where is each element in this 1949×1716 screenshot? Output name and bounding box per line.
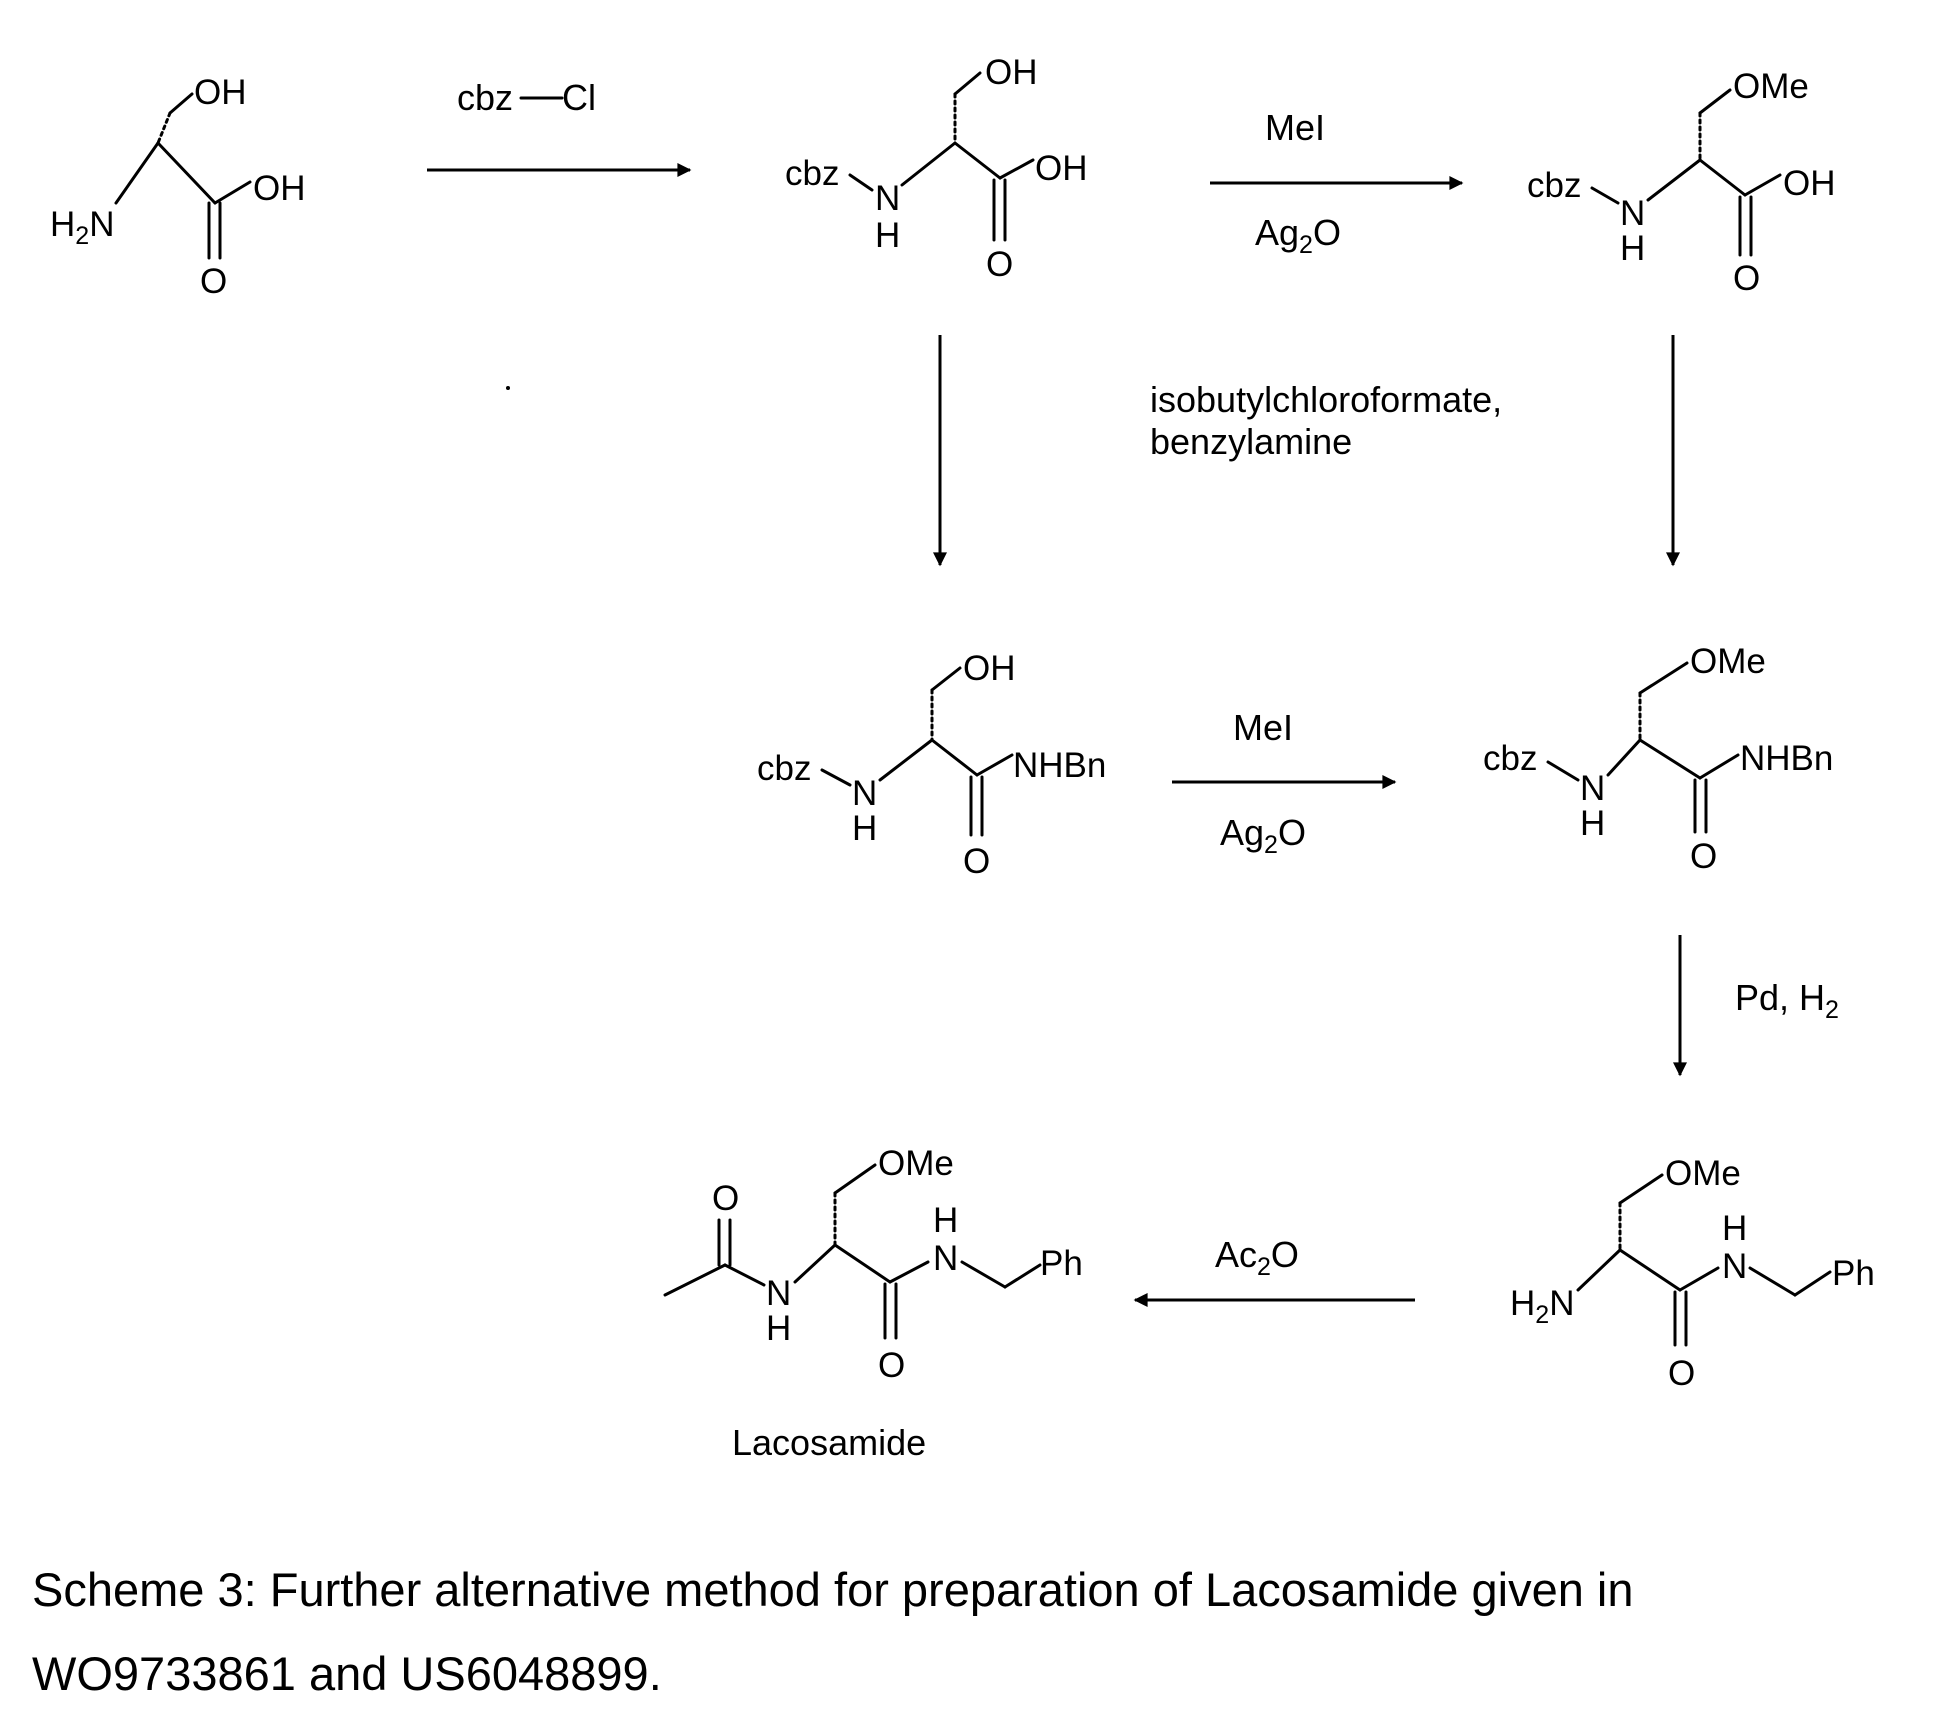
methoxy-label: OMe [1665,1154,1741,1193]
carbonyl-o-label: O [963,842,990,881]
nh-hydrogen-label: H [1580,804,1605,843]
cbz-label: cbz [757,749,811,788]
amide-h-label: H [933,1201,958,1240]
acid-oh-label: OH [1783,164,1836,203]
phenyl-label: Ph [1040,1244,1083,1283]
reagent-mei: MeI [1233,707,1293,748]
reagent-ag2o: Ag2O [1255,212,1341,259]
amine-label: H2N [1510,1284,1574,1329]
reagent-benzylamine: benzylamine [1150,421,1352,462]
amine-label: H2N [50,205,114,250]
compound-cbz-o-methyl-serine: OMe cbz N H OH O [1527,67,1836,298]
step5-arrow: Ac2O [1135,1234,1415,1300]
stray-dot [506,386,510,390]
carbonyl-o-label: O [200,262,227,301]
carbonyl-o-label: O [986,245,1013,284]
reagent-pd-h2: Pd, H2 [1735,977,1839,1024]
phenyl-label: Ph [1832,1254,1875,1293]
carbonyl-o-label: O [878,1346,905,1385]
nitrogen-label: N [852,774,877,813]
nitrogen-label: N [1722,1247,1747,1286]
scheme-caption: Scheme 3: Further alternative method for… [32,1548,1892,1716]
compound-o-methyl-serine-benzylamide: OMe H2N O H N Ph [1510,1154,1875,1393]
nitrogen-label: N [875,179,900,218]
nitrogen-label: N [1580,769,1605,808]
reagent-ac2o: Ac2O [1215,1234,1299,1281]
nh-hydrogen-label: H [875,216,900,255]
hydroxyl-label: OH [963,649,1016,688]
compound-cbz-serine: OH cbz N H OH O [785,53,1088,284]
reagent-cl: Cl [562,77,596,118]
acid-oh-label: OH [253,169,306,208]
amide-formation-arrows: isobutylchloroformate, benzylamine [940,335,1673,565]
compound-cbz-o-methyl-serine-benzylamide: OMe cbz N H NHBn O [1483,642,1833,876]
acid-oh-label: OH [1035,149,1088,188]
cbz-label: cbz [785,154,839,193]
acetyl-o-label: O [712,1179,739,1218]
cbz-label: cbz [1483,739,1537,778]
carbonyl-o-label: O [1690,837,1717,876]
compound-cbz-serine-benzylamide: OH cbz N H NHBn O [757,649,1106,881]
product-name: Lacosamide [732,1422,926,1463]
methoxy-label: OMe [1733,67,1809,106]
compound-d-serine: OH OH O H2N [50,73,306,301]
reagent-mei: MeI [1265,107,1325,148]
cbz-label: cbz [1527,166,1581,205]
compound-lacosamide: OMe O N H O H N Ph Lacosamide [665,1144,1083,1463]
hydroxyl-label: OH [194,73,247,112]
reagent-ag2o: Ag2O [1220,812,1306,859]
step4-arrow: Pd, H2 [1680,935,1839,1075]
reagent-isobutylchloroformate: isobutylchloroformate, [1150,379,1502,420]
hydroxyl-label: OH [985,53,1038,92]
nh-hydrogen-label: H [1620,229,1645,268]
methoxy-label: OMe [878,1144,954,1183]
nhbn-label: NHBn [1740,739,1833,778]
step1-arrow: cbz Cl [427,77,690,170]
nh-hydrogen-label: H [1722,1209,1747,1248]
nh-hydrogen-label: H [766,1309,791,1348]
step3-arrow: MeI Ag2O [1172,707,1395,859]
nitrogen-label: N [1620,194,1645,233]
carbonyl-o-label: O [1733,259,1760,298]
methoxy-label: OMe [1690,642,1766,681]
nhbn-label: NHBn [1013,746,1106,785]
nh-hydrogen-label: H [852,809,877,848]
amide-n-label: N [933,1239,958,1278]
reagent-cbz: cbz [457,77,513,118]
nitrogen-label: N [766,1274,791,1313]
carbonyl-o-label: O [1668,1354,1695,1393]
step2-arrow: MeI Ag2O [1210,107,1462,259]
